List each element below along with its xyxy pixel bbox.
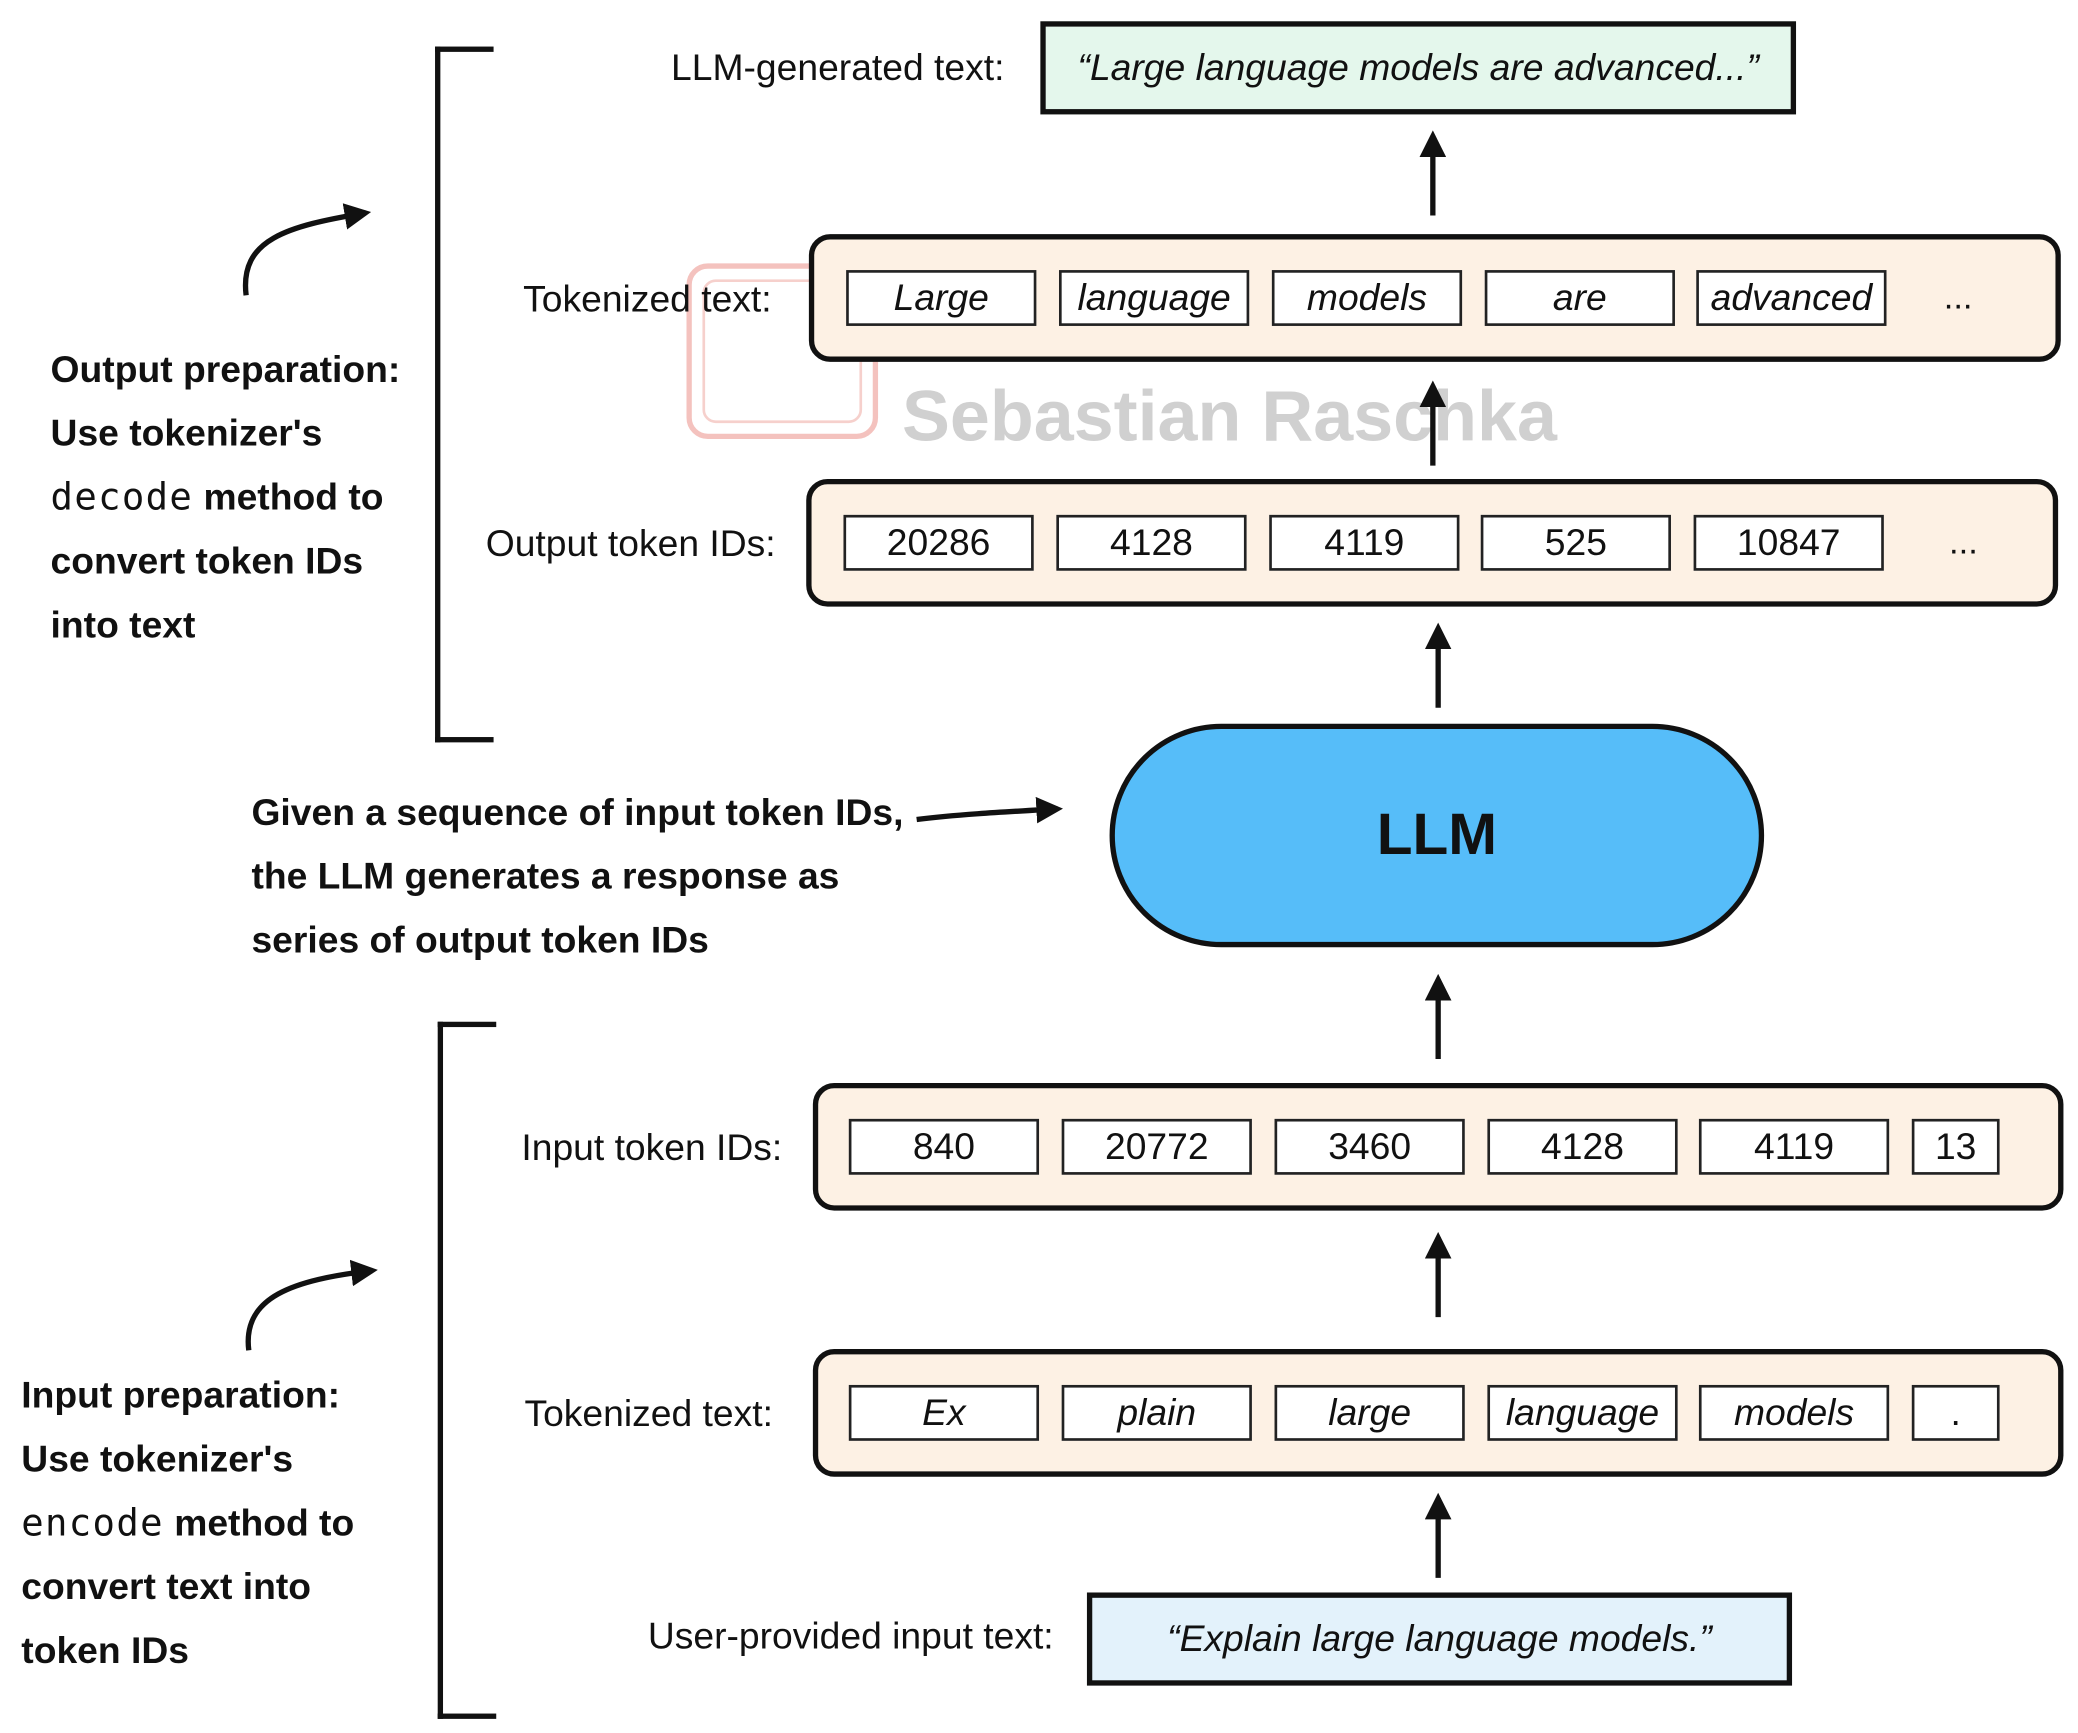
llm-generated-text-box: “Large language models are advanced...” — [1040, 21, 1797, 115]
input-id-5: 4119 — [1698, 1118, 1890, 1175]
decode-method: decode — [50, 474, 194, 519]
pointer-to-llm-icon — [916, 796, 1063, 824]
input-token-5: models — [1698, 1384, 1890, 1441]
watermark-text: Sebastian Raschka — [902, 376, 1557, 457]
input-token-2: plain — [1061, 1384, 1252, 1441]
output-token-5: advanced — [1696, 270, 1887, 326]
output-id-4: 525 — [1480, 514, 1671, 571]
output-id-1: 20286 — [843, 514, 1034, 571]
output-token-1: Large — [846, 270, 1037, 326]
input-token-4: language — [1487, 1384, 1678, 1441]
curved-pointer-output-icon — [242, 203, 372, 296]
input-prep-note: Input preparation: Use tokenizer's encod… — [21, 1374, 355, 1671]
input-bracket — [437, 1021, 497, 1719]
tokenized-text-input-label: Tokenized text: — [524, 1392, 773, 1435]
llm-block: LLM — [1109, 723, 1765, 948]
user-input-text-box: “Explain large language models.” — [1086, 1592, 1793, 1686]
llm-description-note: Given a sequence of input token IDs, the… — [251, 791, 904, 961]
output-id-2: 4128 — [1056, 514, 1247, 571]
curved-pointer-input-icon — [245, 1259, 378, 1351]
input-token-6: . — [1911, 1384, 2000, 1441]
output-prep-note: Output preparation: Use tokenizer's deco… — [50, 348, 401, 646]
input-id-2: 20772 — [1061, 1118, 1252, 1175]
user-input-text-label: User-provided input text: — [647, 1615, 1054, 1657]
llm-generated-text-label: LLM-generated text: — [671, 46, 1005, 88]
input-id-4: 4128 — [1487, 1118, 1678, 1175]
output-id-5: 10847 — [1693, 514, 1884, 571]
input-token-3: large — [1274, 1384, 1465, 1441]
output-bracket — [435, 46, 494, 743]
output-ids-ellipsis: ... — [1949, 521, 1978, 562]
output-token-3: models — [1271, 270, 1463, 326]
input-id-6: 13 — [1911, 1118, 2000, 1175]
output-token-ids-label: Output token IDs: — [485, 522, 776, 565]
output-token-4: are — [1484, 270, 1675, 326]
encode-method: encode — [21, 1500, 164, 1545]
input-id-1: 840 — [848, 1118, 1040, 1175]
input-id-3: 3460 — [1274, 1118, 1465, 1175]
output-token-2: language — [1058, 270, 1250, 326]
input-token-1: Ex — [848, 1384, 1040, 1441]
input-token-ids-label: Input token IDs: — [521, 1126, 783, 1169]
output-id-3: 4119 — [1269, 514, 1460, 571]
output-tokens-ellipsis: ... — [1943, 276, 1973, 317]
tokenized-text-output-label: Tokenized text: — [523, 278, 772, 320]
